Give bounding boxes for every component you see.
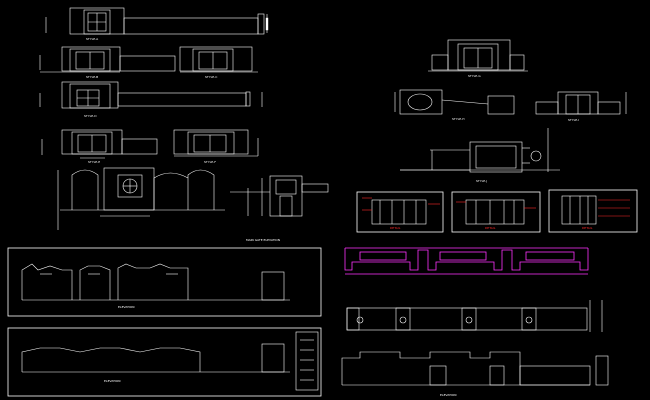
main-gate-front[interactable] xyxy=(57,167,225,230)
gate-style-c[interactable]: STYLE-C xyxy=(179,46,258,79)
label-style-e: STYLE-E xyxy=(88,160,100,164)
detail-box-3[interactable]: DETAIL xyxy=(548,189,638,233)
detail-box-1[interactable]: DETAIL xyxy=(356,191,444,233)
label-style-h: STYLE-H xyxy=(452,117,464,121)
gate-style-f[interactable]: STYLE-F xyxy=(173,129,259,164)
label-main-gate-elevation: MAIN GATE ELEVATION xyxy=(246,238,280,242)
gate-style-h[interactable]: STYLE-H xyxy=(394,89,515,121)
wall-elevation-bottom-right[interactable]: ELEVATION xyxy=(341,351,609,397)
gate-style-d[interactable]: STYLE-D xyxy=(39,81,263,118)
framed-elevation-2[interactable]: ELEVATION xyxy=(7,327,322,397)
detail-box-2[interactable]: DETAIL xyxy=(451,191,541,233)
label-style-d: STYLE-D xyxy=(84,114,97,118)
gate-style-a[interactable]: STYLE-A xyxy=(45,7,269,41)
label-style-j: STYLE-J xyxy=(476,179,487,183)
label-style-b: STYLE-B xyxy=(86,75,98,79)
gate-style-i[interactable]: STYLE-I xyxy=(535,91,627,122)
wall-elevation-right[interactable] xyxy=(346,300,603,332)
gate-style-g[interactable]: STYLE-G xyxy=(428,39,528,78)
gate-style-b[interactable]: STYLE-B xyxy=(39,46,176,79)
label-style-i: STYLE-I xyxy=(568,118,579,122)
label-style-f: STYLE-F xyxy=(204,160,216,164)
label-style-c: STYLE-C xyxy=(205,75,217,79)
framed-elevation-1[interactable]: ELEVATION xyxy=(7,247,322,317)
label-detail-3: DETAIL xyxy=(582,226,593,230)
label-style-g: STYLE-G xyxy=(468,74,481,78)
magenta-wall-plan[interactable] xyxy=(344,247,589,275)
gate-style-e[interactable]: STYLE-E xyxy=(41,129,158,164)
label-detail-1: DETAIL xyxy=(390,226,401,230)
label-style-a: STYLE-A xyxy=(86,37,99,41)
label-elevation-2: ELEVATION xyxy=(104,379,120,383)
main-gate-side[interactable]: MAIN GATE ELEVATION xyxy=(230,175,329,242)
label-detail-2: DETAIL xyxy=(485,226,496,230)
gate-style-j[interactable]: STYLE-J xyxy=(400,128,560,183)
label-elevation-1: ELEVATION xyxy=(118,305,134,309)
label-elevation-4: ELEVATION xyxy=(440,393,456,397)
